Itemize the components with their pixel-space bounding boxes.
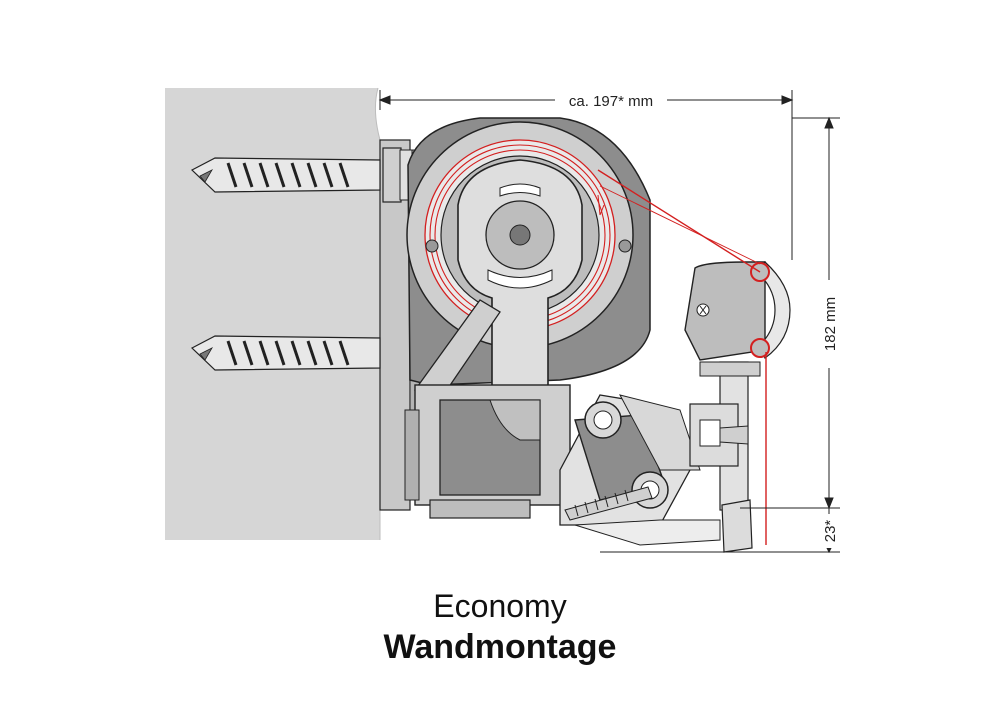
dimension-height-label-group: 182 mm [819,280,839,368]
front-profile [684,260,791,553]
wall-anchor-bottom [190,325,429,381]
dimension-offset-label-group: 23* [819,514,839,548]
pivot-arm [559,394,721,546]
gearbox-housing [404,384,571,519]
wall-anchor-top [190,147,413,203]
dimension-width-label: ca. 197* mm [569,93,653,110]
dimension-height-label: 182 mm [822,297,839,351]
caption-mount-type: Wandmontage [383,628,617,666]
arm-link-bracket [457,159,583,401]
dimension-offset-label: 23* [822,520,839,543]
dimension-width-label-group: ca. 197* mm [555,90,667,110]
awning-fabric [597,169,767,545]
wall [165,87,381,540]
caption-product-name: Economy [433,588,567,624]
